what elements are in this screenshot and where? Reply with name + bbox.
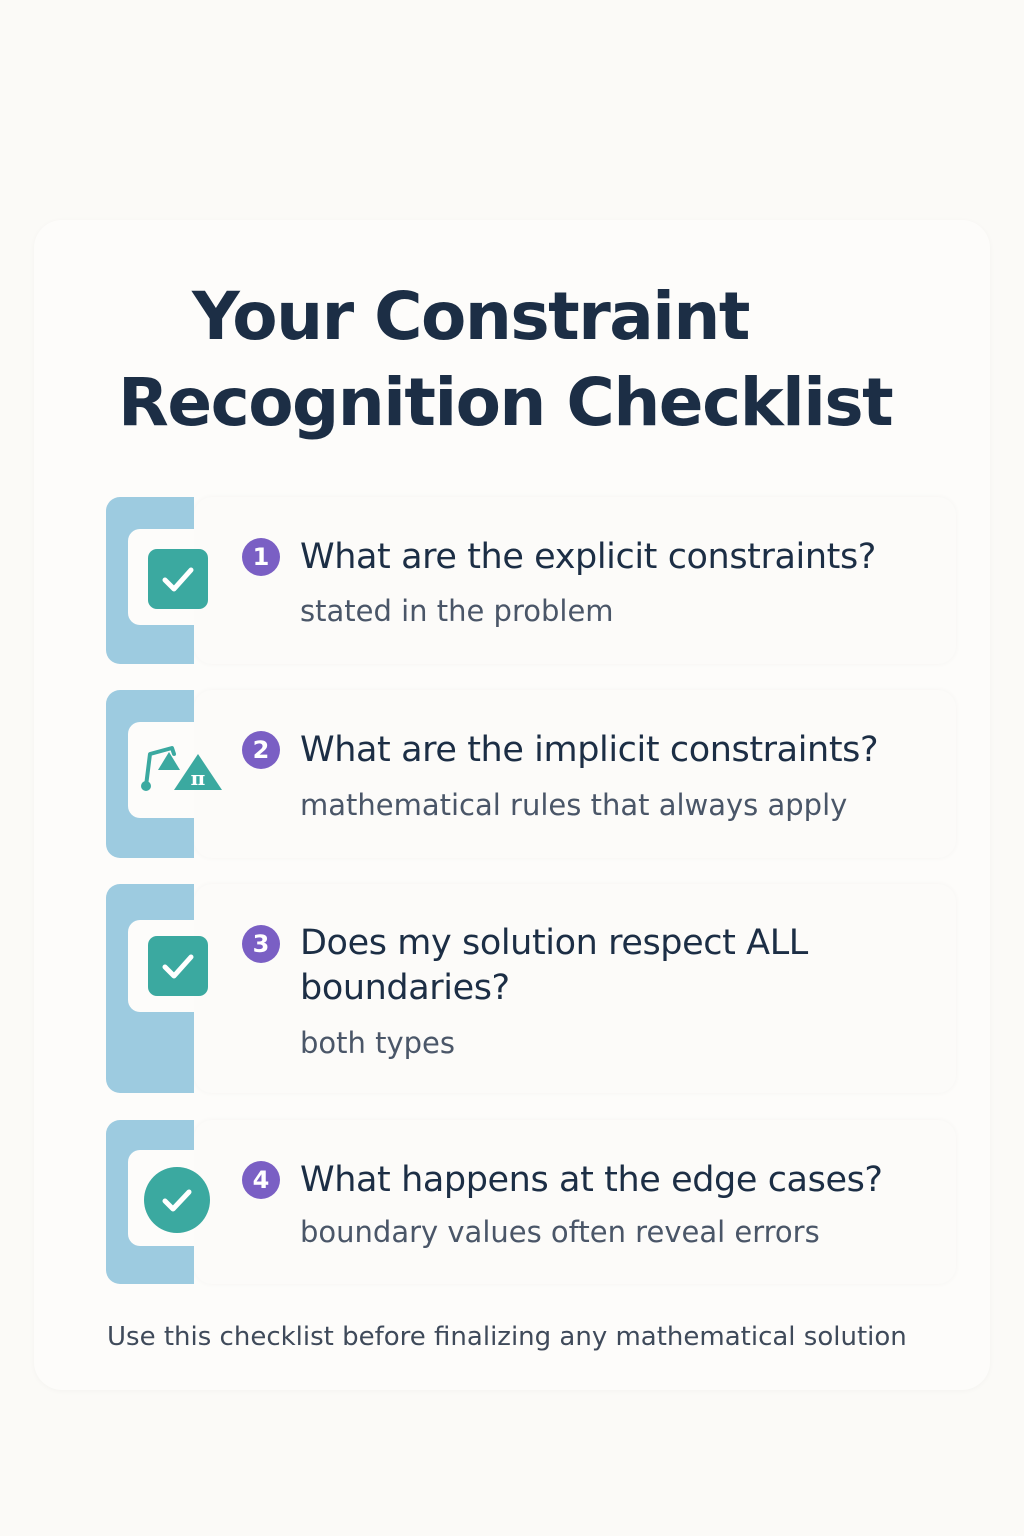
page-title-line-2: Recognition Checklist xyxy=(118,364,894,441)
item-question: What are the implicit constraints? xyxy=(300,730,879,770)
checklist-item-2: π 2 What are the implicit constraints? m… xyxy=(106,690,956,858)
svg-text:π: π xyxy=(191,766,206,790)
page-title-line-1: Your Constraint xyxy=(192,278,750,355)
math-symbols-icon: π xyxy=(138,740,228,800)
item-question-line-1: Does my solution respect ALL xyxy=(300,923,808,963)
check-circle-icon[interactable] xyxy=(144,1167,210,1233)
item-question: What happens at the edge cases? xyxy=(300,1160,883,1200)
item-subtitle: mathematical rules that always apply xyxy=(300,788,848,822)
checklist-item-4: 4 What happens at the edge cases? bounda… xyxy=(106,1120,956,1284)
item-subtitle: boundary values often reveal errors xyxy=(300,1215,820,1249)
item-number-badge: 2 xyxy=(242,731,280,769)
checklist-item-1: 1 What are the explicit constraints? sta… xyxy=(106,497,956,664)
item-number-badge: 3 xyxy=(242,925,280,963)
checkbox-icon[interactable] xyxy=(148,549,208,609)
item-subtitle: both types xyxy=(300,1026,456,1060)
item-subtitle: stated in the problem xyxy=(300,594,614,628)
item-number-badge: 4 xyxy=(242,1161,280,1199)
item-number-badge: 1 xyxy=(242,538,280,576)
footer-note: Use this checklist before finalizing any… xyxy=(107,1322,907,1352)
checkbox-icon[interactable] xyxy=(148,936,208,996)
item-question-line-2: boundaries? xyxy=(300,968,510,1008)
item-question: What are the explicit constraints? xyxy=(300,537,876,577)
checklist-item-3: 3 Does my solution respect ALL boundarie… xyxy=(106,884,956,1093)
